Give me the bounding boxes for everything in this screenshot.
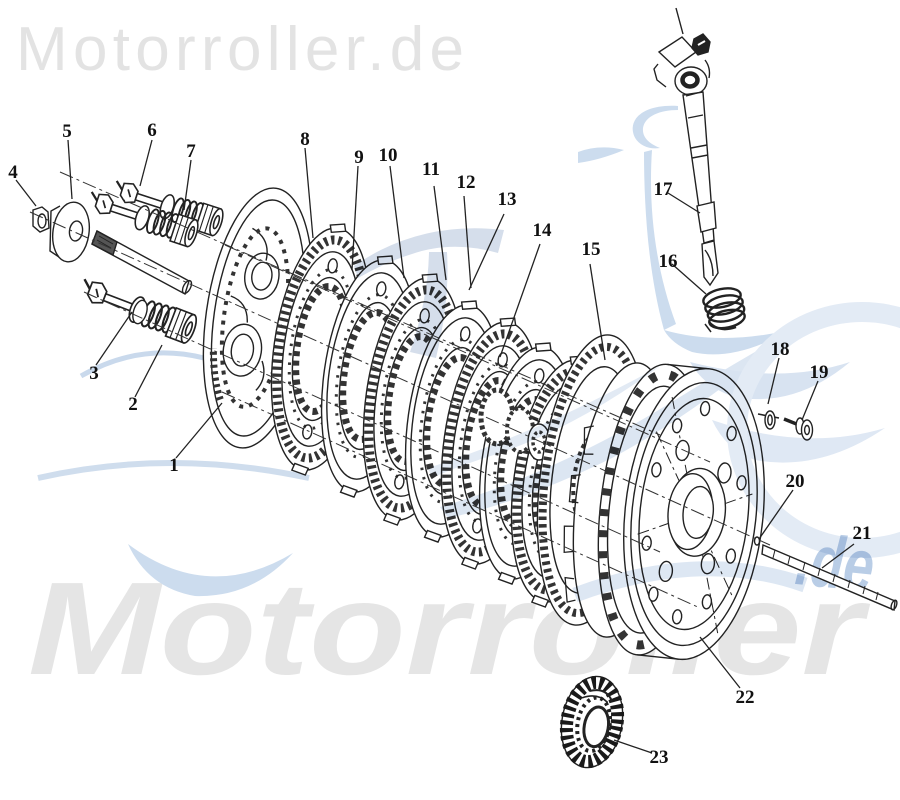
svg-text:4: 4 [8, 162, 18, 183]
svg-text:9: 9 [354, 147, 364, 168]
svg-text:19: 19 [810, 362, 829, 383]
svg-text:23: 23 [650, 747, 669, 768]
svg-text:22: 22 [736, 687, 755, 708]
svg-text:10: 10 [379, 145, 398, 166]
svg-text:16: 16 [659, 251, 678, 272]
svg-text:13: 13 [498, 189, 517, 210]
svg-text:6: 6 [147, 120, 157, 141]
svg-text:20: 20 [786, 471, 805, 492]
svg-text:17: 17 [654, 179, 674, 200]
svg-text:3: 3 [89, 363, 99, 384]
svg-text:2: 2 [128, 394, 138, 415]
svg-text:8: 8 [300, 129, 310, 150]
svg-text:14: 14 [533, 220, 553, 241]
svg-text:7: 7 [186, 141, 196, 162]
svg-text:21: 21 [853, 523, 872, 544]
svg-text:15: 15 [582, 239, 601, 260]
svg-text:12: 12 [457, 172, 476, 193]
svg-text:Motorroller.de: Motorroller.de [16, 15, 464, 84]
svg-text:11: 11 [422, 159, 440, 180]
svg-text:18: 18 [771, 339, 790, 360]
svg-text:5: 5 [62, 121, 72, 142]
svg-text:1: 1 [169, 455, 179, 476]
